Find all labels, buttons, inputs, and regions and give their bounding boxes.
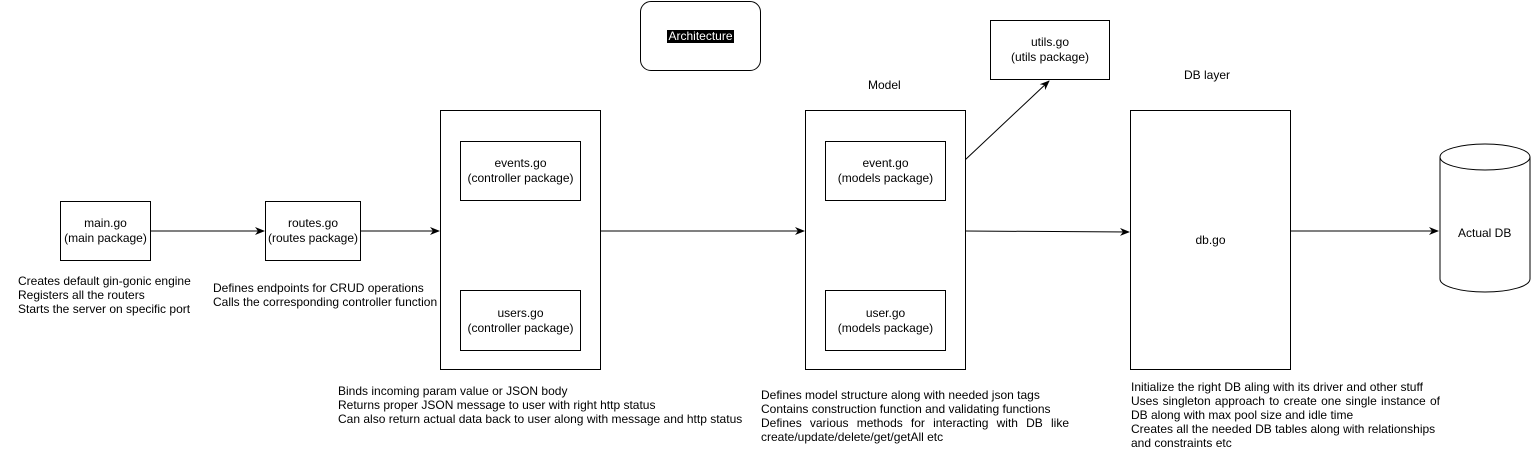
arrow-model-to-db [964,227,1130,236]
users-go-name: users.go [497,305,544,320]
description-line: Can also return actual data back to user… [338,412,743,426]
routes-go-box: routes.go (routes package) [265,201,361,261]
description-line: Calls the corresponding controller funct… [213,295,438,309]
utils-go-package: (utils package) [1010,50,1090,64]
description-line: Initialize the right DB aling with its d… [1131,380,1423,394]
event-go-name: event.go [862,156,909,170]
routes-go-name: routes.go [287,216,339,230]
actual-db-cylinder [1439,143,1531,293]
utils-go-box: utils.go (utils package) [990,20,1110,80]
db-description: Initialize the right DB aling with its d… [1131,380,1440,450]
main-go-name: main.go [84,216,127,230]
db-go-box: db.go [1130,110,1291,370]
description-line: Contains construction function and valid… [761,402,1051,416]
description-line: and constraints etc [1131,436,1232,450]
description-line: Registers all the routers [18,288,145,302]
description-line: DB along with max pool size and idle tim… [1131,408,1354,422]
description-line: Defines endpoints for CRUD operations [213,281,424,295]
description-line: Binds incoming param value or JSON body [338,384,568,398]
model-label: Model [868,78,901,92]
main-go-package: (main package) [64,231,147,245]
events-go-box: events.go (controller package) [460,141,581,201]
routes-go-description: Defines endpoints for CRUD operations Ca… [213,281,437,309]
controller-description: Binds incoming param value or JSON body … [338,384,742,426]
description-line: create/update/delete/get/getAll etc [761,430,944,444]
routes-go-package: (routes package) [267,231,359,245]
description-line: Creates all the needed DB tables along w… [1131,422,1436,436]
description-line: Creates default gin-gonic engine [18,274,191,288]
main-go-box: main.go (main package) [60,201,151,261]
users-go-package: (controller package) [467,320,574,335]
description-line: Defines various methods for interacting … [761,416,1069,430]
utils-go-name: utils.go [1030,35,1070,49]
model-description: Defines model structure along with neede… [761,388,1069,444]
main-go-description: Creates default gin-gonic engine Registe… [18,274,191,316]
actual-db-label: Actual DB [1458,226,1512,240]
description-line: Returns proper JSON message to user with… [338,398,656,412]
user-go-box: user.go (models package) [825,290,946,351]
events-go-package: (controller package) [467,171,574,185]
event-go-box: event.go (models package) [825,141,946,201]
arrow-model-to-utils [964,80,1050,161]
events-go-name: events.go [494,156,547,170]
event-go-package: (models package) [837,171,934,185]
db-layer-label: DB layer [1184,68,1231,82]
architecture-title: Architecture [667,28,734,43]
description-line: Defines model structure along with neede… [761,388,1040,402]
description-line: Starts the server on specific port [18,302,191,316]
db-go-name: db.go [1195,232,1226,247]
user-go-name: user.go [865,305,906,320]
architecture-title-box: Architecture [640,1,761,71]
users-go-box: users.go (controller package) [460,290,581,351]
description-line: Uses singleton approach to create one si… [1131,394,1440,408]
user-go-package: (models package) [837,320,934,335]
